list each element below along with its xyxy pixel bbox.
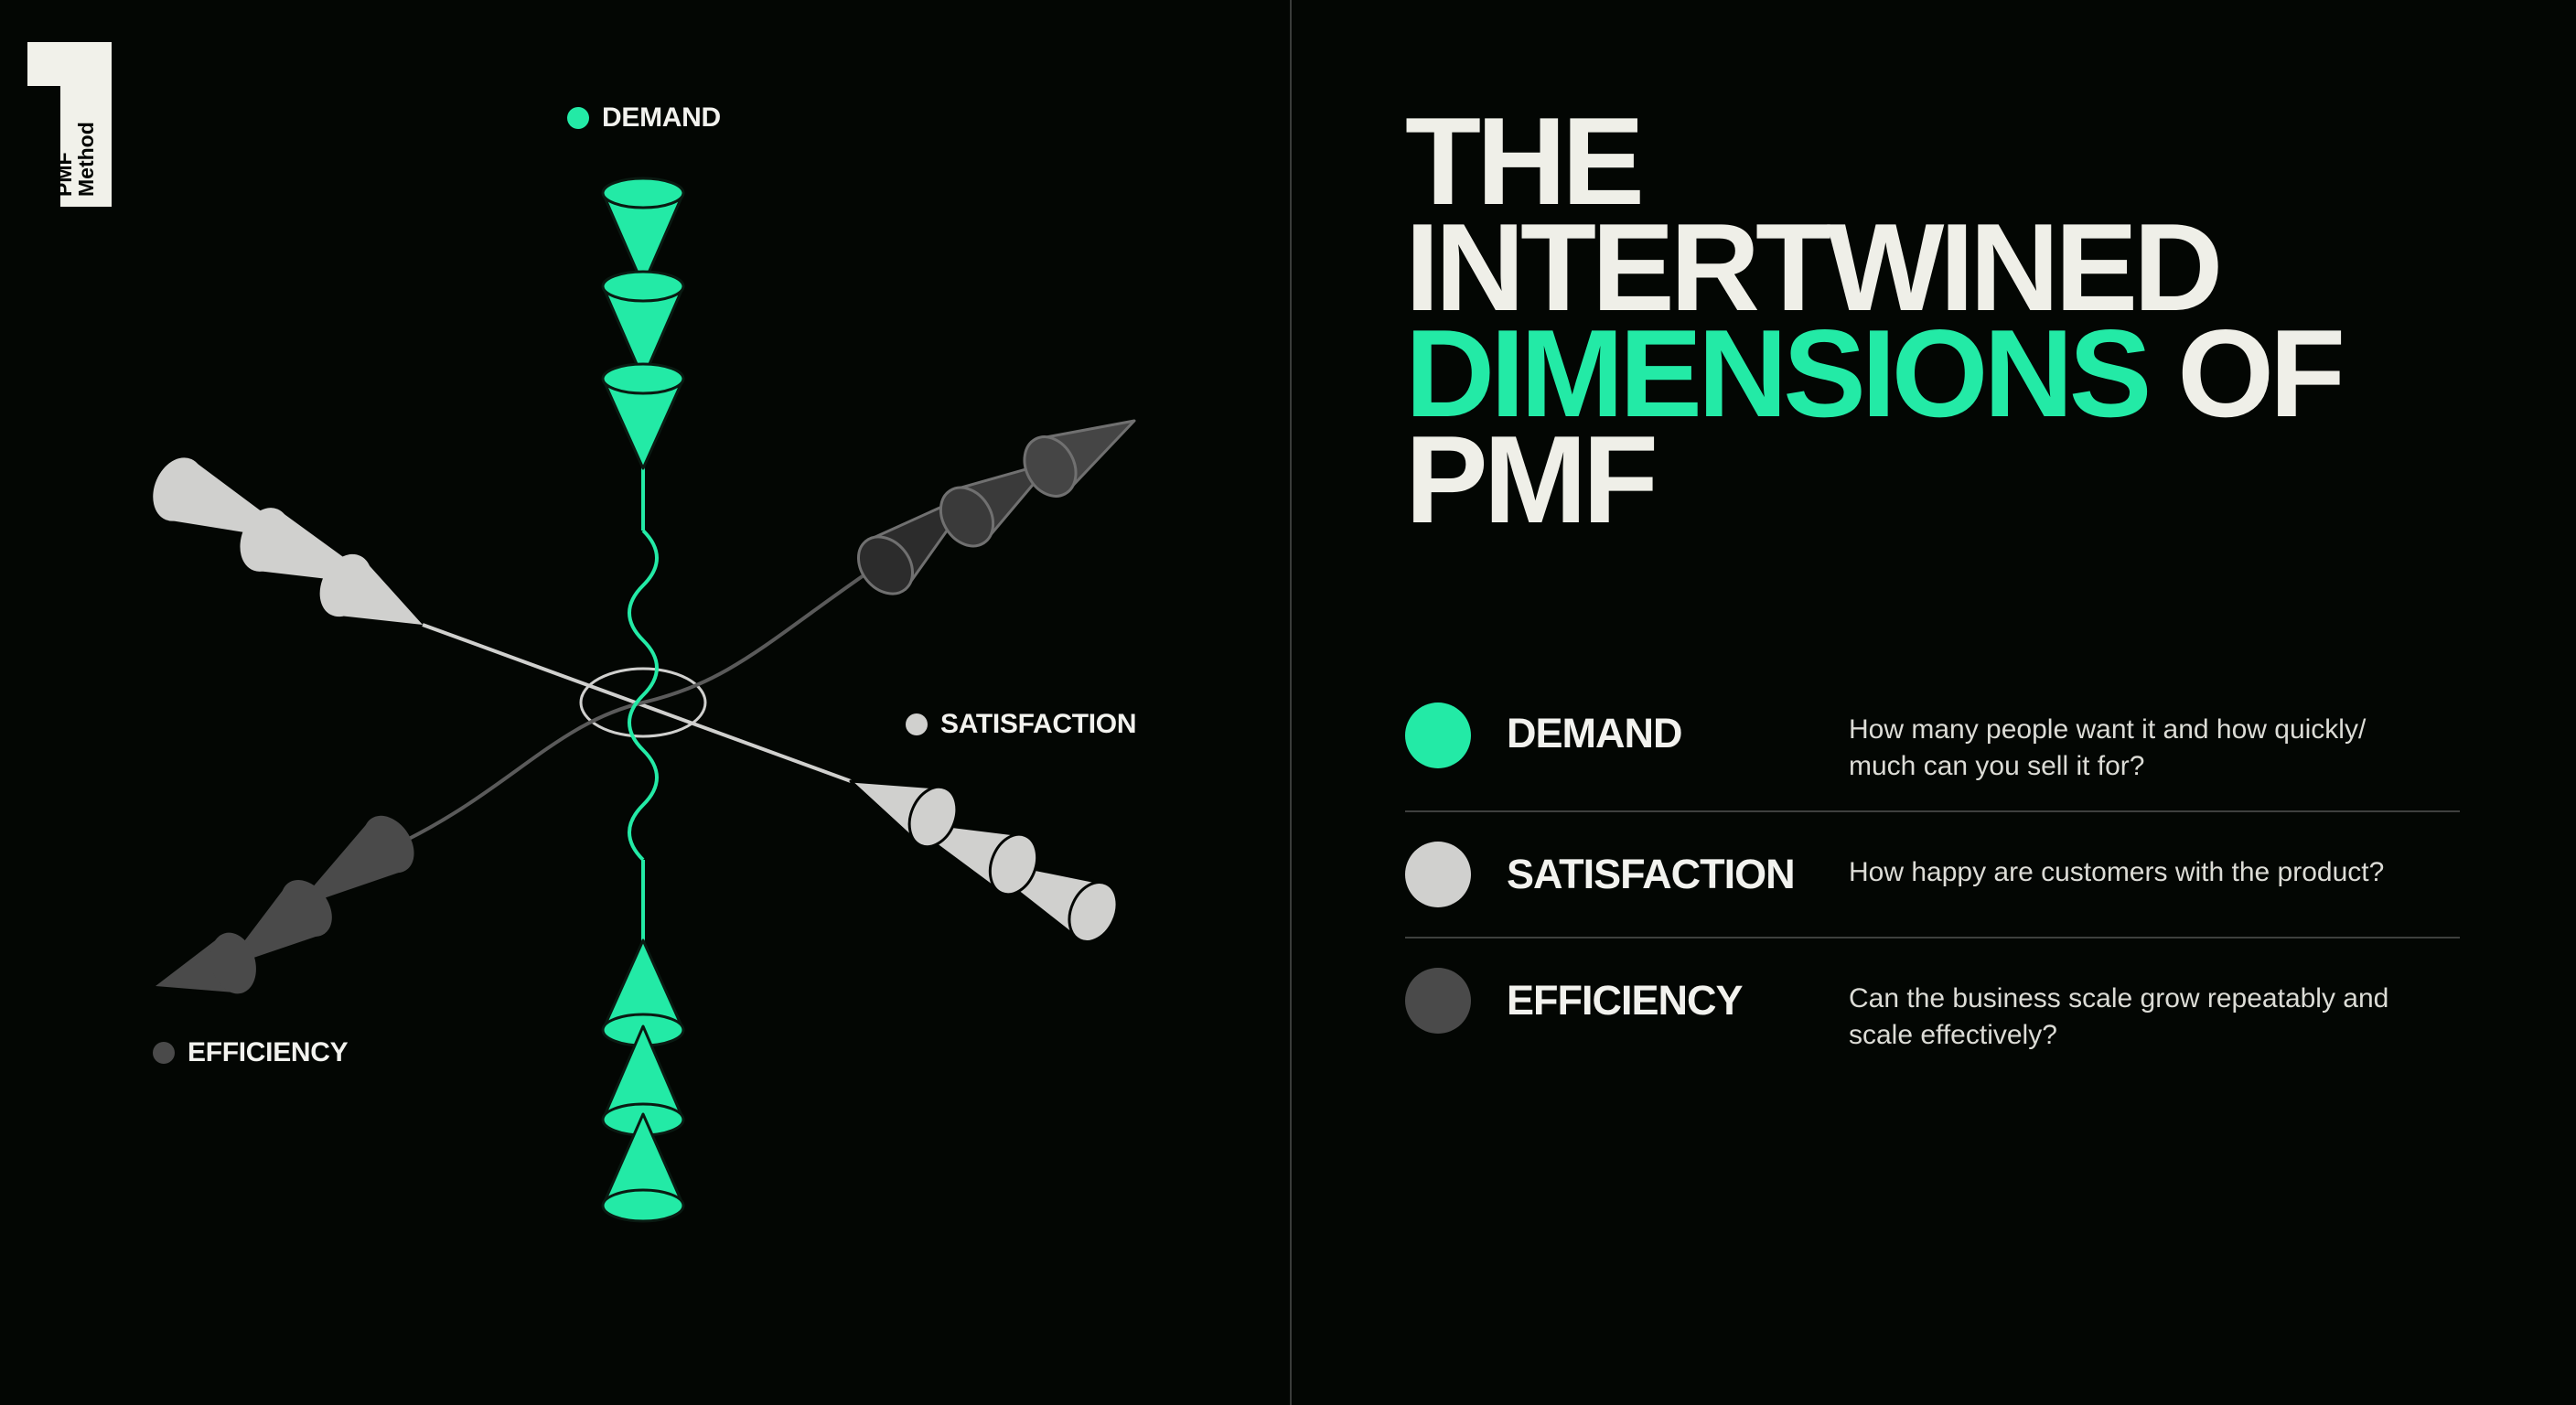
efficiency-dot (153, 1042, 175, 1064)
satisfaction-right-cone-3 (849, 779, 959, 849)
demand-top-cone-1-base (601, 177, 685, 209)
satisfaction-dot (906, 713, 928, 735)
title-accent-word: DIMENSIONS (1405, 304, 2152, 443)
diagram-cones (153, 177, 1136, 1223)
demand-top-cone-1 (601, 177, 685, 287)
demand-axis-wave (628, 529, 659, 862)
legend-desc-satisfaction: How happy are customers with the product… (1849, 857, 2385, 887)
efficiency-right-cone-3-base (1023, 435, 1078, 498)
demand-bottom-cone-3-base (601, 1188, 685, 1223)
title-line-3: DIMENSIONS OF (1405, 311, 2345, 435)
demand-bottom-cone-3 (601, 1112, 685, 1223)
satisfaction-right-cone-1-base (1068, 881, 1119, 943)
efficiency-right-cone-2 (939, 460, 1054, 548)
diagram-label-demand: DEMAND (567, 102, 721, 134)
legend: DEMAND How many people want it and how q… (1405, 686, 2460, 1063)
satisfaction-left-cone-3 (319, 553, 423, 625)
legend-desc-demand: How many people want it and how quickly/… (1849, 714, 2367, 781)
efficiency-left-cone-2-base (281, 880, 332, 937)
efficiency-right-cone-1-base (856, 535, 915, 595)
pmf-dimensions-diagram (153, 177, 1136, 1223)
efficiency-left-cone-1 (295, 815, 414, 908)
efficiency-axis-curve (406, 563, 880, 842)
center-ellipse (579, 667, 707, 738)
efficiency-right-cone-3 (1023, 419, 1136, 498)
satisfaction-right-cone-2-base (988, 832, 1039, 896)
legend-row-satisfaction: SATISFACTION How happy are customers wit… (1405, 812, 2460, 938)
diagram-lines (406, 462, 880, 942)
efficiency-label-text: EFFICIENCY (188, 1037, 349, 1067)
legend-dot-efficiency (1405, 968, 1471, 1034)
pmf-method-logo (27, 42, 112, 207)
demand-top-cone-2-base (601, 270, 685, 303)
demand-dot (567, 107, 589, 129)
satisfaction-label-text: SATISFACTION (940, 709, 1137, 739)
demand-top-cone-3 (601, 362, 685, 470)
diagram-label-efficiency: EFFICIENCY (153, 1037, 349, 1068)
title-line-1: THE (1405, 91, 1645, 231)
demand-top-cone-2 (601, 270, 685, 381)
legend-row-efficiency: EFFICIENCY Can the business scale grow r… (1405, 938, 2460, 1063)
page-title: THE INTERTWINED DIMENSIONS OF PMF (1405, 91, 2345, 549)
title-line-2: INTERTWINED (1405, 198, 2223, 337)
title-line-4: PMF (1405, 410, 1658, 549)
satisfaction-left-cone-3-base (319, 553, 372, 617)
satisfaction-right-cone-3-base (907, 785, 959, 849)
legend-name-efficiency: EFFICIENCY (1507, 977, 1744, 1024)
legend-name-demand: DEMAND (1507, 710, 1682, 756)
numeral-one-shape (27, 42, 112, 207)
efficiency-right-cone-2-base (939, 486, 995, 548)
legend-desc-efficiency: Can the business scale grow repeatably a… (1849, 983, 2389, 1050)
title-word-of: OF (2177, 304, 2345, 443)
demand-top-cone-3-base (601, 362, 685, 395)
satisfaction-left-cone-1-base (153, 457, 204, 521)
diagram-label-satisfaction: SATISFACTION (906, 709, 1136, 740)
legend-dot-demand (1405, 702, 1471, 768)
satisfaction-left-cone-2-base (240, 508, 291, 572)
efficiency-left-cone-3 (156, 932, 256, 994)
efficiency-left-cone-3-base (210, 932, 256, 994)
demand-label-text: DEMAND (602, 102, 721, 133)
legend-dot-satisfaction (1405, 842, 1471, 907)
legend-name-satisfaction: SATISFACTION (1507, 851, 1796, 897)
efficiency-left-cone-1-base (363, 815, 414, 874)
legend-row-demand: DEMAND How many people want it and how q… (1405, 686, 2460, 812)
vertical-divider (1290, 0, 1292, 1405)
